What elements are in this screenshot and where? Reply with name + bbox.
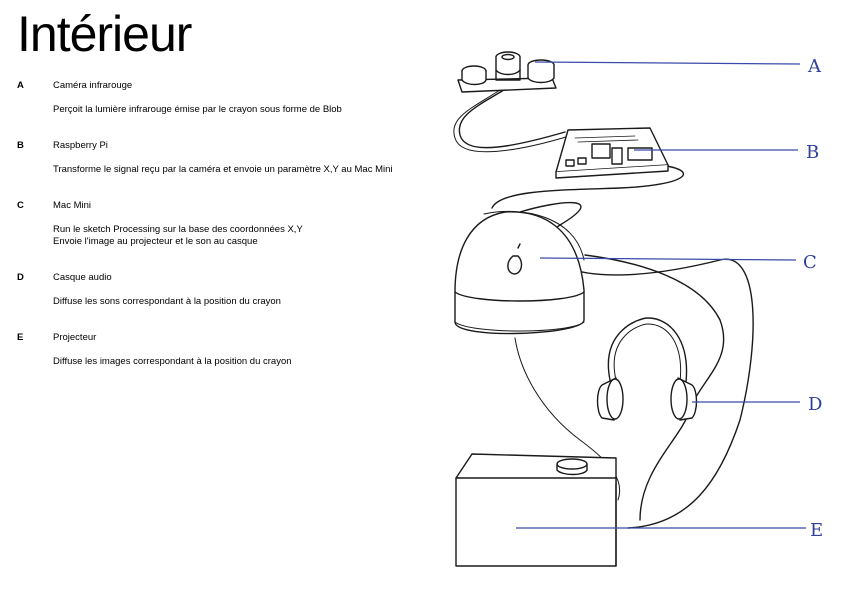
description-line: Diffuse les images correspondant à la po… xyxy=(53,356,292,367)
description-line: Envoie l'image au projecteur et le son a… xyxy=(53,236,258,247)
description-line: Perçoit la lumière infrarouge émise par … xyxy=(53,104,342,115)
callout-letter-b: B xyxy=(806,142,819,163)
legend-item-name: Projecteur xyxy=(53,332,97,343)
legend-item-description: Transforme le signal reçu par la caméra … xyxy=(53,164,433,176)
mac-to-headphones-cable xyxy=(519,201,754,529)
camera-to-pi-cable xyxy=(458,87,566,149)
page-title: Intérieur xyxy=(17,6,192,62)
headphones-icon xyxy=(596,317,698,421)
legend-item-name: Mac Mini xyxy=(53,200,92,211)
legend-item-description: Diffuse les sons correspondant à la posi… xyxy=(53,296,433,308)
legend-item-name: Caméra infrarouge xyxy=(53,80,133,91)
projector-icon xyxy=(455,453,617,567)
leader-line-a xyxy=(534,61,801,65)
description-line: Run le sketch Processing sur la base des… xyxy=(53,224,303,235)
camera-to-pi-cable xyxy=(453,89,567,153)
callout-letter-c: C xyxy=(803,252,817,273)
callout-letter-d: D xyxy=(808,394,822,415)
pc-to-headphones-cable xyxy=(514,337,621,501)
legend-letter: A xyxy=(17,80,24,91)
leader-line-c xyxy=(539,257,797,261)
description-line: Transforme le signal reçu par la caméra … xyxy=(53,164,393,175)
legend-letter: E xyxy=(17,332,24,343)
legend-letter: D xyxy=(17,272,24,283)
legend-item-name: Raspberry Pi xyxy=(53,140,108,151)
callout-letter-e: E xyxy=(810,520,823,541)
raspberry-pi-board-icon xyxy=(555,127,669,179)
mac-to-projector-cable xyxy=(584,254,725,521)
description-line: Diffuse les sons correspondant à la posi… xyxy=(53,296,281,307)
pi-to-mac-cable xyxy=(491,164,684,209)
legend-item-description: Perçoit la lumière infrarouge émise par … xyxy=(53,104,433,116)
legend-item-name: Casque audio xyxy=(53,272,112,283)
mac-mini-icon xyxy=(454,210,585,335)
legend-letter: B xyxy=(17,140,24,151)
legend-item-description: Run le sketch Processing sur la base des… xyxy=(53,224,433,248)
infrared-camera-icon xyxy=(457,51,557,93)
legend-item-description: Diffuse les images correspondant à la po… xyxy=(53,356,433,368)
legend-letter: C xyxy=(17,200,24,211)
callout-letter-a: A xyxy=(807,56,822,77)
